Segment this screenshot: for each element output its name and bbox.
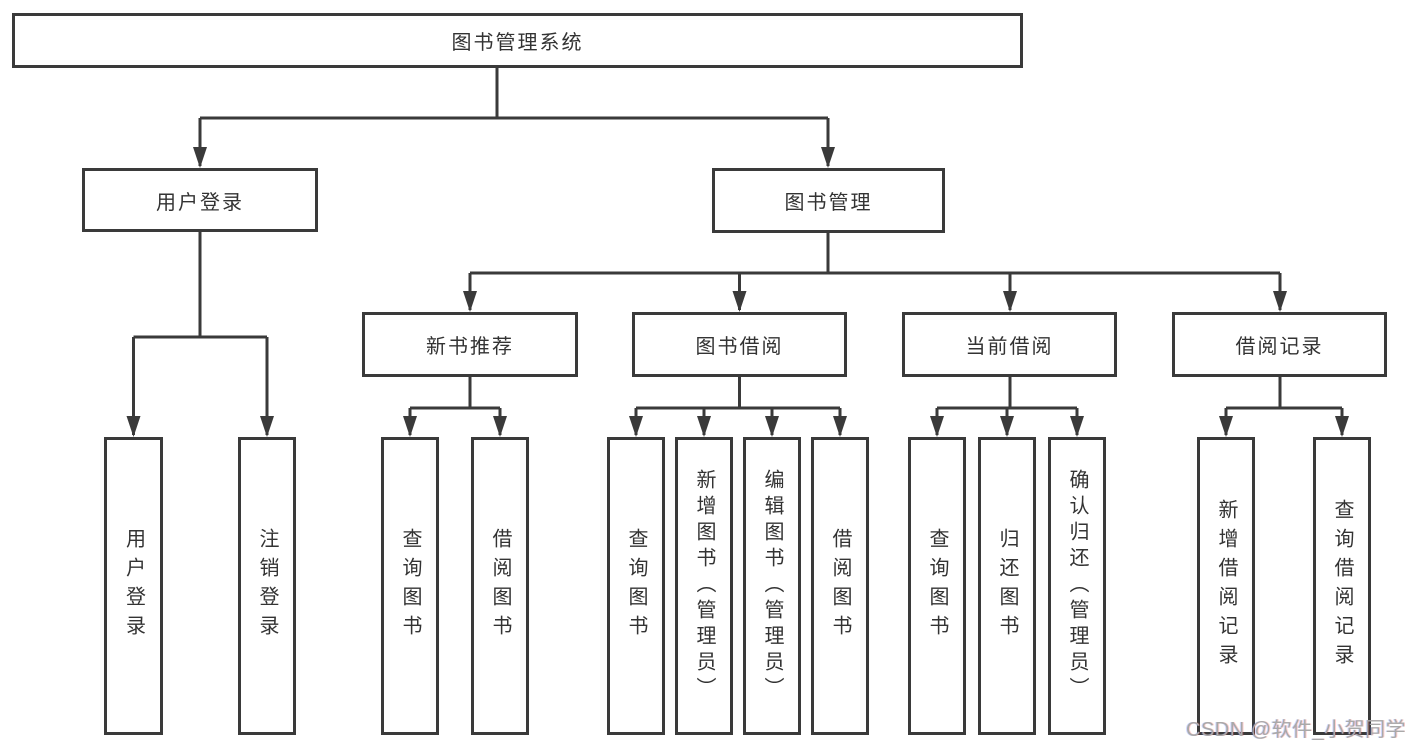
node-label: 借阅记录: [1235, 336, 1324, 358]
leaf-return-books: 归还图书: [978, 437, 1036, 735]
leaf-add-books-admin: 新增图书（管理员）: [675, 437, 733, 735]
node-label: 编辑图书（管理员）: [761, 469, 783, 703]
node-root: 图书管理系统: [12, 13, 1023, 68]
node-label: 新增图书（管理员）: [693, 469, 715, 703]
leaf-query-books-recommend: 查询图书: [381, 437, 439, 735]
node-new-book-recommend: 新书推荐: [362, 312, 578, 377]
node-label: 新书推荐: [426, 336, 514, 358]
leaf-borrow-books-recommend: 借阅图书: [471, 437, 529, 735]
leaf-user-login: 用户登录: [104, 437, 163, 735]
node-label: 图书管理系统: [451, 32, 584, 54]
node-label: 用户登录: [122, 528, 145, 644]
node-book-management: 图书管理: [712, 168, 945, 233]
leaf-edit-books-admin: 编辑图书（管理员）: [743, 437, 801, 735]
leaf-query-books-current: 查询图书: [908, 437, 966, 735]
node-label: 图书借阅: [695, 336, 784, 358]
leaf-query-books-borrow: 查询图书: [607, 437, 665, 735]
leaf-borrow-books: 借阅图书: [811, 437, 869, 735]
leaf-query-borrow-record: 查询借阅记录: [1313, 437, 1371, 735]
node-label: 用户登录: [156, 191, 244, 214]
csdn-watermark: CSDN @软件_小贺同学: [1186, 719, 1405, 741]
node-label: 确认归还（管理员）: [1066, 469, 1088, 703]
node-label: 图书管理: [784, 192, 873, 214]
node-label: 新增借阅记录: [1215, 499, 1237, 673]
node-label: 当前借阅: [965, 336, 1054, 358]
node-label: 查询图书: [399, 528, 421, 644]
node-current-borrowing: 当前借阅: [902, 312, 1117, 377]
leaf-logout: 注销登录: [238, 437, 296, 735]
leaf-add-borrow-record: 新增借阅记录: [1197, 437, 1255, 735]
node-borrowing-records: 借阅记录: [1172, 312, 1387, 377]
node-label: 查询图书: [926, 528, 948, 644]
node-user-login: 用户登录: [82, 168, 318, 232]
node-label: 查询图书: [625, 528, 647, 644]
leaf-confirm-return-admin: 确认归还（管理员）: [1048, 437, 1106, 735]
node-label: 借阅图书: [829, 528, 851, 644]
node-label: 归还图书: [996, 528, 1018, 644]
node-label: 借阅图书: [489, 528, 511, 644]
node-book-borrowing: 图书借阅: [632, 312, 847, 377]
node-label: 查询借阅记录: [1331, 499, 1353, 673]
node-label: 注销登录: [256, 528, 278, 644]
